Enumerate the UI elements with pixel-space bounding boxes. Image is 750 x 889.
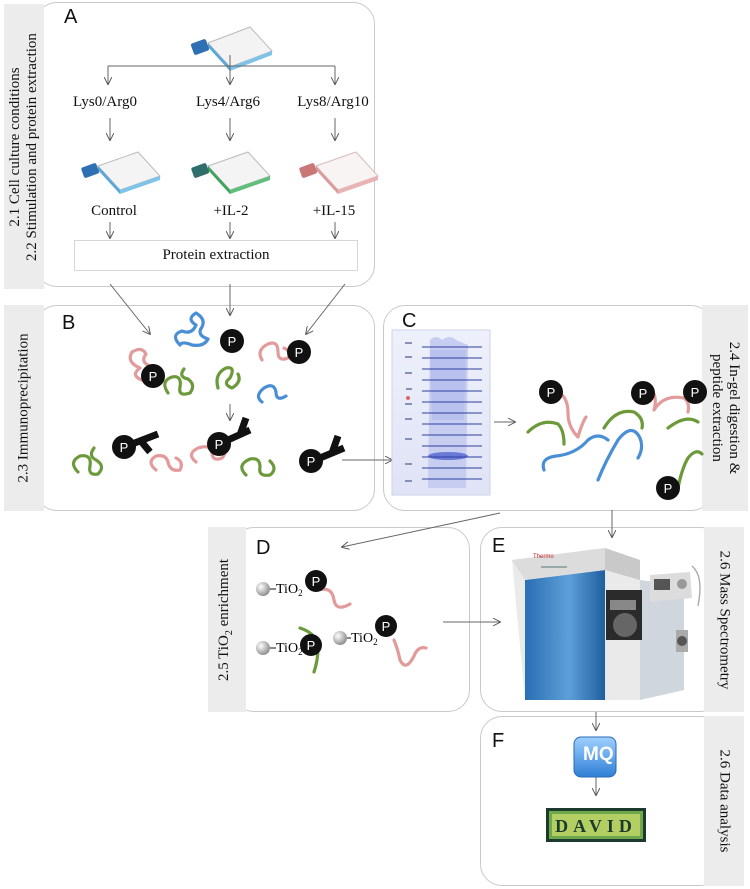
svg-text:TiO2: TiO2 bbox=[351, 631, 378, 647]
flask-icon bbox=[190, 26, 273, 71]
protein-extraction-box: Protein extraction bbox=[74, 240, 358, 271]
phospho-icon: P bbox=[299, 449, 323, 473]
tio2-beads: TiO2 TiO2 TiO2 bbox=[256, 582, 378, 657]
panel-f-letter: F bbox=[492, 730, 505, 752]
svg-text:P: P bbox=[691, 385, 700, 400]
svg-text:P: P bbox=[295, 345, 304, 360]
condition-il2: +IL-2 bbox=[213, 203, 249, 219]
panel-e-side-label: 2.6 Mass Spectrometry bbox=[704, 527, 744, 712]
branch-lines bbox=[108, 55, 612, 795]
svg-text:P: P bbox=[307, 638, 316, 653]
phospho-icon: P bbox=[539, 380, 563, 404]
antibody-icons bbox=[130, 416, 346, 462]
svg-text:DAVID: DAVID bbox=[555, 816, 637, 836]
svg-text:P: P bbox=[382, 619, 391, 634]
label-lys0: Lys0/Arg0 bbox=[73, 94, 137, 110]
bound-phospho-group: P P P bbox=[300, 570, 397, 656]
panel-e-letter: E bbox=[492, 535, 506, 557]
condition-control: Control bbox=[91, 203, 137, 219]
svg-text:P: P bbox=[547, 385, 556, 400]
svg-text:TiO2: TiO2 bbox=[276, 641, 303, 657]
panel-d-side-label: 2.5 TiO2 enrichment bbox=[208, 527, 246, 712]
panel-c-side-label: 2.4 In-gel digestion &peptide extraction bbox=[702, 305, 748, 511]
protein-mix bbox=[71, 311, 291, 477]
svg-text:P: P bbox=[215, 437, 224, 452]
flask-il2-icon bbox=[191, 151, 271, 194]
phospho-icon: P bbox=[683, 380, 707, 404]
david-logo: DAVID bbox=[546, 808, 646, 842]
phospho-icon: P bbox=[141, 364, 165, 388]
svg-text:MQ: MQ bbox=[583, 744, 614, 765]
label-lys4: Lys4/Arg6 bbox=[196, 94, 260, 110]
label-lys8: Lys8/Arg10 bbox=[297, 94, 369, 110]
phospho-icon: P bbox=[287, 340, 311, 364]
panel-b-letter: B bbox=[62, 312, 76, 334]
phospho-icon: P bbox=[220, 329, 244, 353]
svg-text:P: P bbox=[120, 440, 129, 455]
phospho-group: P P P P P P bbox=[112, 329, 323, 473]
peptide-phospho-group: P P P P bbox=[539, 380, 707, 500]
phospho-icon: P bbox=[300, 634, 322, 656]
flask-control-icon bbox=[81, 151, 161, 194]
sds-gel bbox=[391, 329, 491, 496]
phospho-icon: P bbox=[656, 476, 680, 500]
peptides bbox=[526, 386, 704, 490]
panel-d bbox=[232, 527, 470, 712]
gel-cut-lines bbox=[422, 346, 482, 480]
phospho-icon: P bbox=[631, 381, 655, 405]
maxquant-logo: MQ bbox=[573, 736, 617, 778]
flask-il15-icon bbox=[299, 151, 379, 194]
phospho-icon: P bbox=[112, 435, 136, 459]
svg-text:P: P bbox=[149, 369, 158, 384]
svg-text:Thermo: Thermo bbox=[533, 554, 554, 560]
svg-text:P: P bbox=[312, 574, 321, 589]
svg-text:TiO2: TiO2 bbox=[276, 582, 303, 598]
svg-text:P: P bbox=[307, 454, 316, 469]
panel-b-side-label: 2.3 Immunoprecipitation bbox=[4, 305, 44, 511]
protein-extraction-label: Protein extraction bbox=[162, 247, 270, 263]
panel-c-letter: C bbox=[402, 310, 417, 332]
svg-text:P: P bbox=[664, 481, 673, 496]
panel-d-letter: D bbox=[256, 537, 271, 559]
svg-text:P: P bbox=[639, 386, 648, 401]
panel-a-letter: A bbox=[64, 6, 78, 28]
mass-spectrometer-icon: Thermo bbox=[512, 548, 701, 700]
gel-ladder bbox=[405, 342, 412, 482]
phospho-icon: P bbox=[207, 432, 231, 456]
panel-f-side-label: 2.6 Data analysis bbox=[704, 716, 744, 886]
svg-text:P: P bbox=[228, 334, 237, 349]
phospho-icon: P bbox=[375, 615, 397, 637]
condition-il15: +IL-15 bbox=[312, 203, 356, 219]
phospho-icon: P bbox=[305, 570, 327, 592]
